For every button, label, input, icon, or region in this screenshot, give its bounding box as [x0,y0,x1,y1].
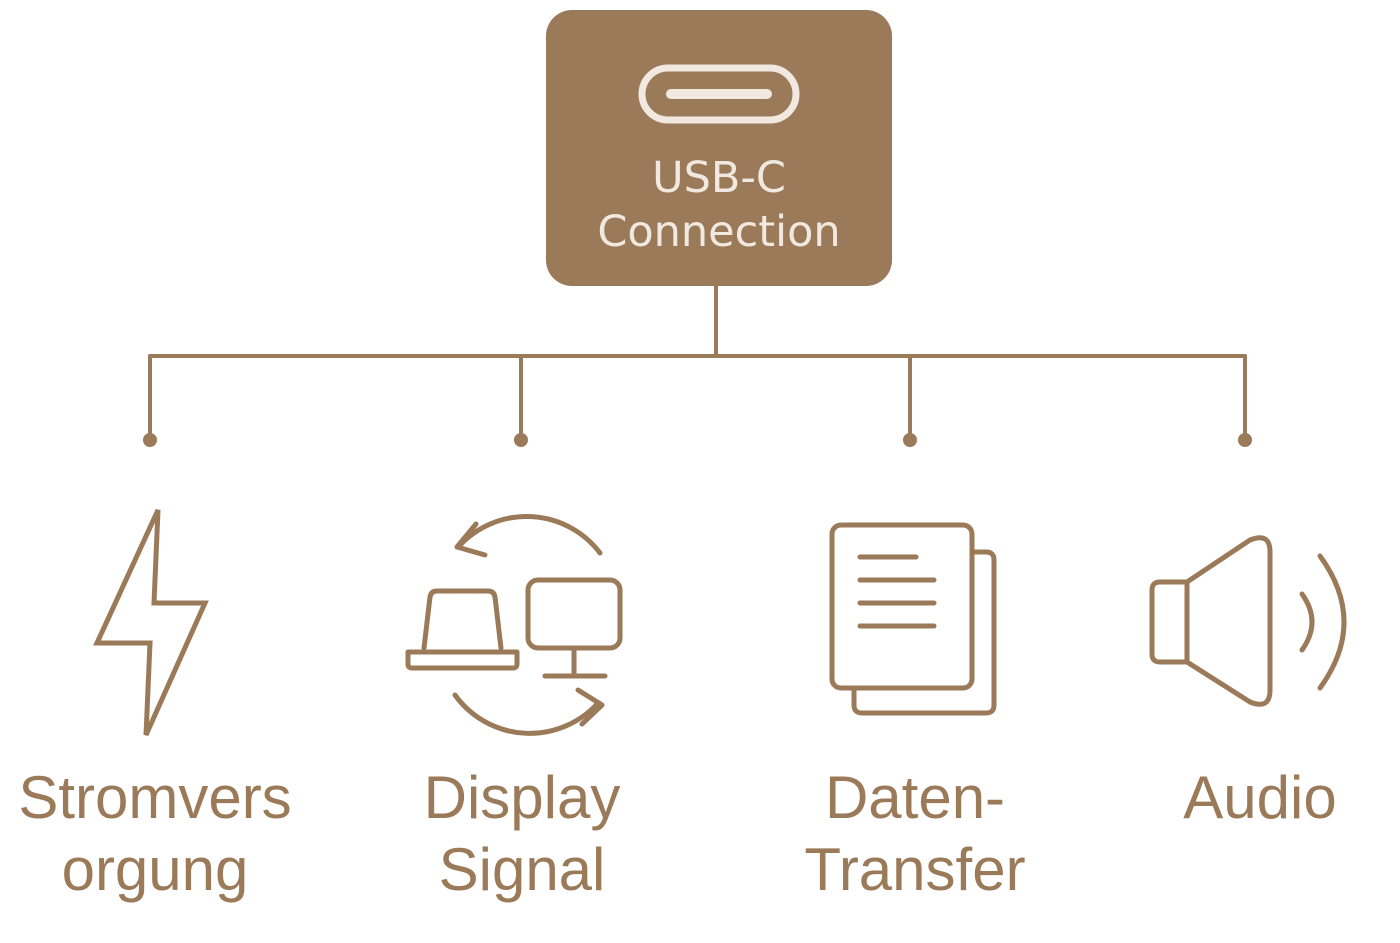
feature-label-display-line1: Display [423,764,621,831]
feature-label-power-line1: Stromvers [18,764,292,831]
usb-c-port-icon [638,64,800,124]
speaker-icon [1149,535,1347,707]
laptop-monitor-sync-icon [405,514,623,736]
documents-icon [829,522,997,716]
feature-label-power-line2: orgung [61,836,249,903]
feature-label-data-line1: Daten- [824,764,1006,831]
feature-label-data-line2: Transfer [804,836,1026,903]
feature-label-audio-line1: Audio [1183,764,1337,831]
feature-label-display-line2: Signal [438,836,606,903]
usb-c-connection-box: USB-C Connection [546,10,892,286]
hub-label-line1: USB-C [652,153,786,203]
hub-label-line2: Connection [597,207,841,257]
lightning-bolt-icon [93,508,209,737]
